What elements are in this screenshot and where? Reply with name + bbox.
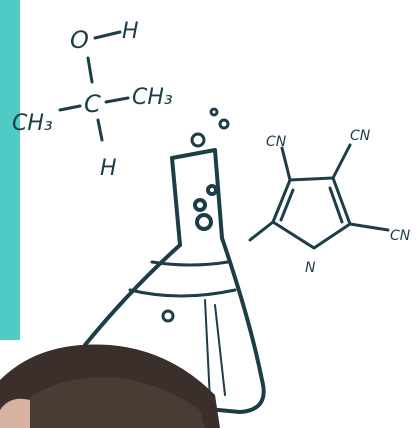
bubble-icon bbox=[190, 107, 230, 148]
molecule-isopropanol: O H CH₃ C CH₃ H bbox=[12, 19, 173, 181]
group-right: CH₃ bbox=[132, 85, 173, 110]
label-cn-right: CN bbox=[390, 228, 411, 244]
atom-c: C bbox=[84, 90, 101, 118]
person-head-photo bbox=[0, 344, 220, 428]
label-cn-top-right: CN bbox=[350, 128, 371, 144]
atom-o: O bbox=[70, 26, 89, 54]
teal-side-panel bbox=[0, 0, 20, 340]
group-left: CH₃ bbox=[12, 111, 53, 136]
molecule-ring: CN CN CN N bbox=[248, 128, 411, 276]
label-n-bottom: N bbox=[305, 260, 316, 276]
atom-h-bottom: H bbox=[100, 156, 117, 181]
atom-h-right: H bbox=[122, 19, 139, 44]
label-cn-top-left: CN bbox=[266, 134, 287, 150]
